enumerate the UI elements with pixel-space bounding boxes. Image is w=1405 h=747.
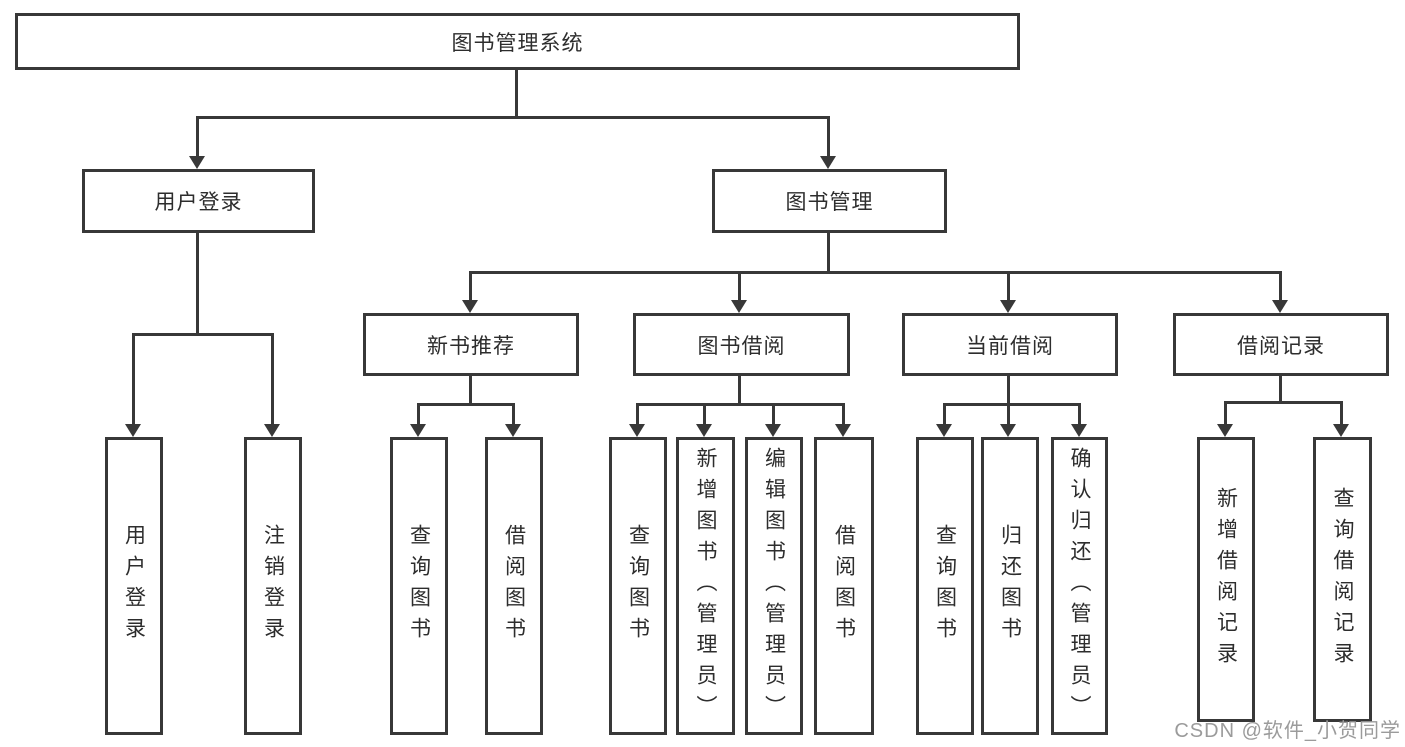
node-label: 查询借阅记录	[1331, 486, 1354, 673]
node-label: 注销登录	[261, 524, 285, 648]
connector-drop-line	[132, 335, 135, 425]
arrow-down-icon	[264, 424, 280, 437]
connector-horizontal-line	[943, 403, 1081, 406]
node-book-borrowing: 图书借阅	[633, 313, 850, 376]
arrow-down-icon	[1333, 424, 1349, 437]
arrow-down-icon	[1000, 424, 1016, 437]
node-user-login-module: 用户登录	[82, 169, 315, 233]
connector-horizontal-line	[1224, 401, 1343, 404]
connector-drop-line	[1279, 273, 1282, 301]
arrow-down-icon	[629, 424, 645, 437]
node-label: 图书管理系统	[451, 31, 584, 55]
arrow-down-icon	[696, 424, 712, 437]
connector-drop-line	[1007, 273, 1010, 301]
connector-drop-line	[1078, 405, 1081, 425]
connector-drop-line	[512, 405, 515, 425]
arrow-down-icon	[410, 424, 426, 437]
node-query-books-borrowing: 查询图书	[609, 437, 667, 735]
node-query-books-recommend: 查询图书	[390, 437, 448, 735]
node-borrow-books: 借阅图书	[814, 437, 874, 735]
node-confirm-return-admin: 确认归还（管理员）	[1051, 437, 1108, 735]
connector-drop-line	[196, 118, 199, 157]
node-current-borrowing: 当前借阅	[902, 313, 1118, 376]
arrow-down-icon	[765, 424, 781, 437]
connector-stem-line	[515, 70, 518, 118]
connector-drop-line	[271, 335, 274, 425]
node-book-management-module: 图书管理	[712, 169, 947, 233]
connector-drop-line	[417, 405, 420, 425]
node-label: 查询图书	[407, 524, 431, 648]
connector-stem-line	[738, 376, 741, 405]
connector-drop-line	[943, 405, 946, 425]
connector-horizontal-line	[196, 116, 830, 119]
connector-stem-line	[827, 233, 830, 273]
connector-drop-line	[827, 118, 830, 157]
node-query-borrow-record: 查询借阅记录	[1313, 437, 1372, 722]
node-label: 新增图书（管理员）	[694, 446, 717, 726]
node-label: 确认归还（管理员）	[1068, 446, 1091, 726]
node-user-login: 用户登录	[105, 437, 163, 735]
connector-stem-line	[1007, 376, 1010, 405]
connector-drop-line	[703, 405, 706, 425]
connector-stem-line	[469, 376, 472, 405]
connector-horizontal-line	[469, 271, 1282, 274]
connector-drop-line	[772, 405, 775, 425]
arrow-down-icon	[820, 156, 836, 169]
node-label: 借阅图书	[502, 524, 526, 648]
arrow-down-icon	[1217, 424, 1233, 437]
node-borrowing-records: 借阅记录	[1173, 313, 1389, 376]
arrow-down-icon	[936, 424, 952, 437]
node-library-management-system: 图书管理系统	[15, 13, 1020, 70]
connector-drop-line	[1007, 405, 1010, 425]
connector-drop-line	[842, 405, 845, 425]
node-label: 编辑图书（管理员）	[762, 446, 786, 726]
node-edit-books-admin: 编辑图书（管理员）	[745, 437, 803, 735]
node-logout: 注销登录	[244, 437, 302, 735]
node-label: 新增借阅记录	[1214, 486, 1238, 673]
connector-horizontal-line	[417, 403, 515, 406]
arrow-down-icon	[189, 156, 205, 169]
connector-horizontal-line	[132, 333, 274, 336]
node-query-books-current: 查询图书	[916, 437, 974, 735]
connector-drop-line	[1224, 403, 1227, 425]
arrow-down-icon	[1272, 300, 1288, 313]
arrow-down-icon	[731, 300, 747, 313]
arrow-down-icon	[505, 424, 521, 437]
node-label: 查询图书	[626, 524, 650, 648]
connector-horizontal-line	[636, 403, 845, 406]
arrow-down-icon	[1000, 300, 1016, 313]
node-label: 当前借阅	[966, 334, 1054, 358]
arrow-down-icon	[835, 424, 851, 437]
node-label: 新书推荐	[427, 334, 515, 358]
connector-stem-line	[1279, 376, 1282, 403]
connector-drop-line	[738, 273, 741, 301]
node-label: 借阅图书	[832, 524, 856, 648]
node-new-book-recommendation: 新书推荐	[363, 313, 579, 376]
node-add-books-admin: 新增图书（管理员）	[676, 437, 735, 735]
node-label: 用户登录	[122, 524, 146, 648]
node-add-borrow-record: 新增借阅记录	[1197, 437, 1255, 722]
arrow-down-icon	[462, 300, 478, 313]
arrow-down-icon	[125, 424, 141, 437]
connector-drop-line	[636, 405, 639, 425]
connector-drop-line	[469, 273, 472, 301]
node-label: 查询图书	[933, 524, 957, 648]
node-label: 归还图书	[998, 524, 1022, 648]
node-label: 图书借阅	[697, 334, 786, 358]
node-label: 图书管理	[785, 191, 874, 214]
node-label: 借阅记录	[1237, 334, 1325, 358]
connector-drop-line	[1340, 403, 1343, 425]
arrow-down-icon	[1071, 424, 1087, 437]
node-return-books: 归还图书	[981, 437, 1039, 735]
node-borrow-books-recommend: 借阅图书	[485, 437, 543, 735]
connector-stem-line	[196, 233, 199, 335]
node-label: 用户登录	[154, 191, 243, 214]
watermark-text: CSDN @软件_小贺同学	[1174, 720, 1401, 742]
